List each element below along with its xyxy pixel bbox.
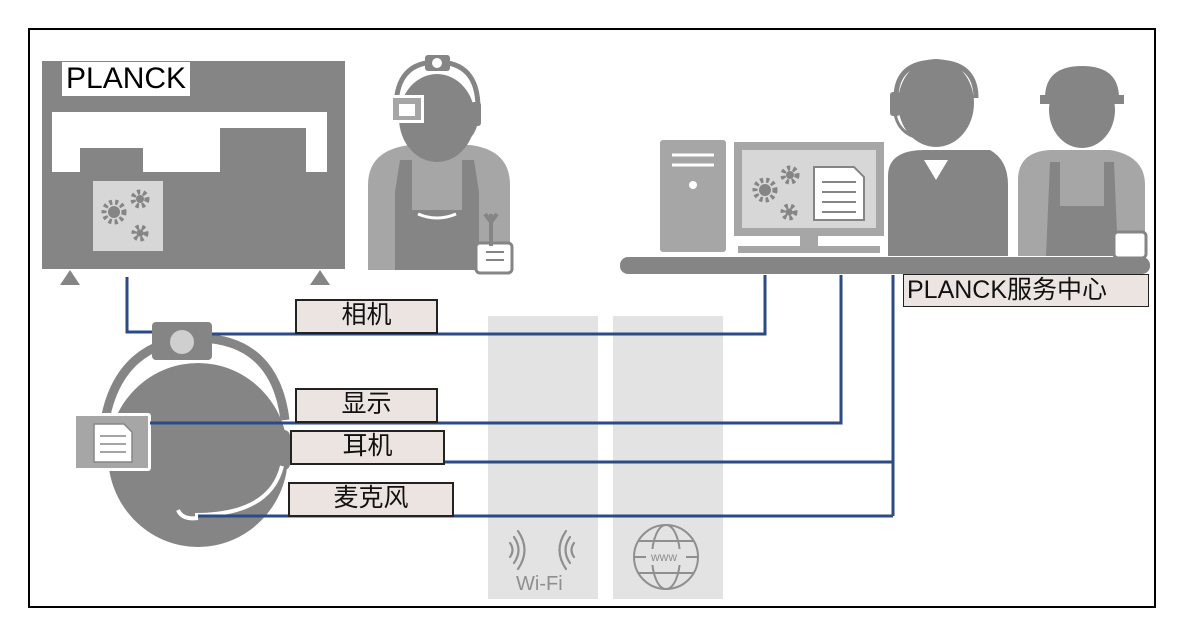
machine-label: PLANCK [62, 62, 191, 96]
earphone-label: 耳机 [290, 430, 445, 465]
smart-headset-icon [73, 322, 290, 547]
worker-with-camera-headset-icon [368, 55, 514, 275]
headset-operator-icon [888, 59, 1008, 256]
globe-www-icon [633, 524, 699, 590]
wifi-signal-icon [508, 529, 576, 571]
display-label: 显示 [295, 388, 438, 423]
camera-wire [212, 275, 767, 336]
wifi-label: Wi-Fi [516, 573, 563, 595]
microphone-label: 麦克风 [288, 482, 454, 517]
machine-to-camera-wire [125, 277, 152, 334]
display-wire [150, 275, 843, 425]
globe-www-label: www [651, 550, 677, 564]
hardhat-technician-icon [1018, 66, 1148, 260]
wifi-channel-panel [488, 316, 598, 599]
service-center-label: PLANCK服务中心 [903, 274, 1149, 307]
computer-workstation-icon [620, 140, 1150, 274]
camera-label: 相机 [295, 299, 438, 334]
